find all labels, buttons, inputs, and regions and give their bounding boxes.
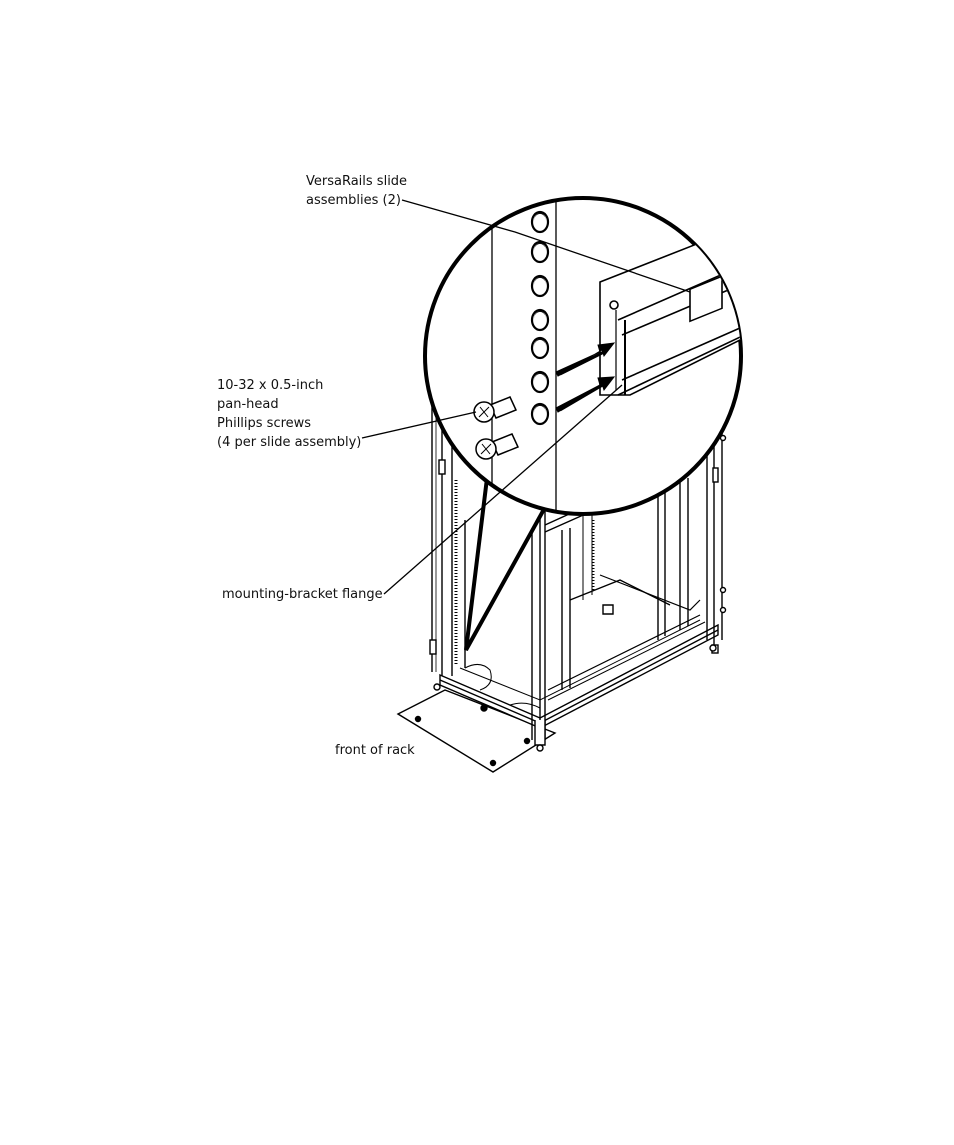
callout-line: 10-32 x 0.5-inch	[217, 376, 361, 395]
floor-plate-hole	[491, 761, 496, 766]
front-center-upright	[532, 505, 545, 740]
callout-line: mounting-bracket flange	[222, 585, 383, 604]
floor-plate-hole	[525, 739, 530, 744]
callout-flange: mounting-bracket flange	[222, 585, 383, 604]
callout-front-of-rack: front of rack	[335, 741, 415, 760]
floor-plate-hole	[416, 717, 421, 722]
callout-line: Phillips screws	[217, 414, 361, 433]
callout-screws: 10-32 x 0.5-inch pan-head Phillips screw…	[217, 376, 361, 452]
callout-line: VersaRails slide	[306, 172, 407, 191]
callout-line: front of rack	[335, 741, 415, 760]
callout-slide-assemblies: VersaRails slide assemblies (2)	[306, 172, 407, 210]
callout-line: (4 per slide assembly)	[217, 433, 361, 452]
callout-line: pan-head	[217, 395, 361, 414]
callout-line: assemblies (2)	[306, 191, 407, 210]
